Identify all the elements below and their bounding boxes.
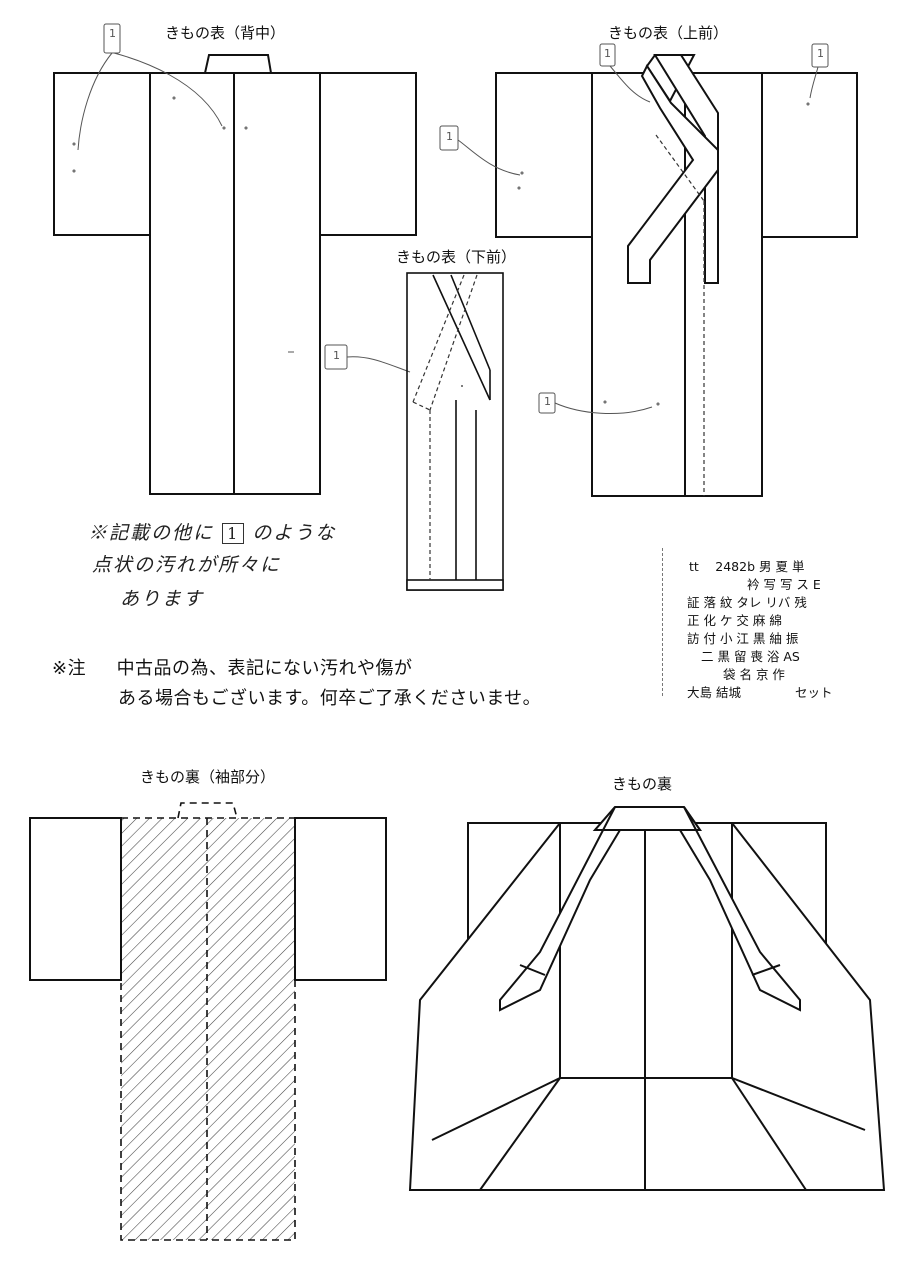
handwritten-note-line1-tail: のような: [252, 522, 337, 544]
sleeve-lining-dashed-body: [120, 802, 296, 1241]
kimono-lining-view: [408, 806, 886, 1191]
grid-row-1: tt 2482b 男 夏 単: [689, 559, 805, 574]
upper-front-hidden-lines: [655, 134, 705, 496]
grid-row-5: 訪 付 小 江 黒 紬 振: [687, 631, 799, 646]
handwritten-note-line3: あります: [120, 588, 205, 610]
title-sleeve-lining: きもの裏（袖部分）: [140, 768, 276, 786]
marker-label-front-d: 1: [544, 395, 551, 408]
marker-label-front-b: 1: [817, 47, 824, 60]
notice-prefix: ※注: [52, 658, 87, 679]
notice-line1: ※注 中古品の為、表記にない汚れや傷が: [52, 654, 413, 680]
grid-row-7: 袋 名 京 作: [723, 667, 785, 682]
title-lower-front: きもの表（下前）: [396, 248, 517, 266]
kimono-upper-front-view: [495, 54, 858, 497]
marker-label-back-top: 1: [109, 27, 116, 40]
product-attribute-grid: tt 2482b 男 夏 単 衿 写 写 ス E 証 落 紋 タレ リバ 残 正…: [662, 548, 903, 700]
notice-line1-text: 中古品の為、表記にない汚れや傷が: [116, 658, 413, 679]
kimono-lower-front-view: [406, 272, 504, 591]
back-stain-markers: [72, 23, 411, 373]
handwritten-note-box: 1: [222, 523, 245, 544]
kimono-sleeve-lining-view: [29, 817, 387, 1240]
lower-front-hidden-lines: [412, 274, 478, 580]
title-back: きもの表（背中）: [165, 24, 286, 42]
upper-front-stain-markers: [439, 43, 829, 414]
kimono-back-view: [53, 54, 417, 495]
lower-front-stain-markers: [461, 385, 463, 387]
handwritten-note-line2: 点状の汚れが所々に: [92, 554, 282, 576]
title-lining: きもの裏: [612, 775, 673, 793]
marker-label-front-c: 1: [446, 130, 453, 143]
grid-row-6: 二 黒 留 喪 浴 AS: [701, 649, 800, 664]
marker-label-back-mid: 1: [333, 349, 340, 362]
grid-row-3: 証 落 紋 タレ リバ 残: [687, 595, 807, 610]
marker-label-front-a: 1: [604, 47, 611, 60]
notice-line2: ある場合もございます。何卒ご了承くださいませ。: [118, 688, 542, 709]
grid-row-4: 正 化 ケ 交 麻 綿: [687, 613, 782, 628]
handwritten-note-line1-text: ※記載の他に: [88, 522, 215, 544]
handwritten-note-line1: ※記載の他に 1 のような: [88, 518, 336, 545]
grid-row-8: 大島 結城 セット: [687, 685, 833, 700]
title-upper-front: きもの表（上前）: [608, 24, 729, 42]
grid-row-2: 衿 写 写 ス E: [747, 577, 821, 592]
